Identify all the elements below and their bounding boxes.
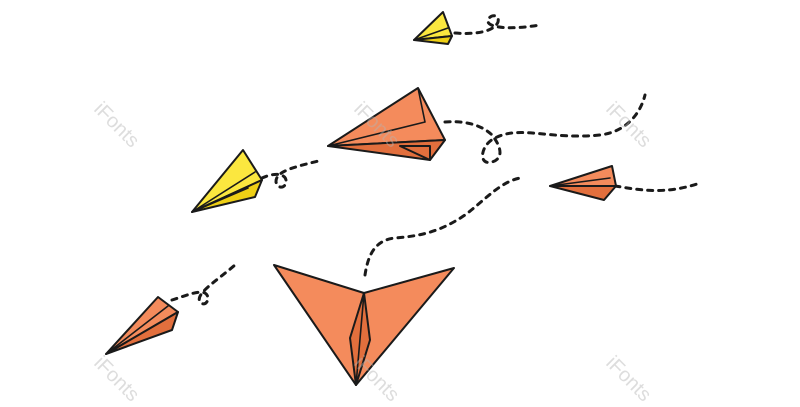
- plane-center-orange: [327, 87, 446, 161]
- trail-yellow-top: [453, 14, 542, 35]
- plane-large-orange-left-wing: [273, 264, 365, 386]
- plane-yellow-top-bottom-wing: [413, 35, 453, 45]
- trail-yellow-left: [260, 158, 324, 189]
- trail-small-orange-left: [170, 263, 237, 306]
- plane-small-orange-right-top-wing: [549, 165, 617, 187]
- plane-large-orange-right-wing: [355, 267, 455, 386]
- plane-yellow-left-fold: [191, 171, 256, 213]
- plane-small-orange-left-bottom-wing: [105, 311, 179, 355]
- plane-center-orange-top-wing: [327, 87, 446, 147]
- plane-small-orange-left: [105, 296, 179, 355]
- trail-small-orange-right: [613, 181, 702, 192]
- trail-large-orange: [363, 176, 522, 277]
- plane-large-orange: [273, 264, 455, 386]
- plane-center-orange-fold: [327, 87, 426, 147]
- plane-small-orange-right-bottom-wing: [549, 185, 617, 201]
- plane-small-orange-right-fold: [549, 177, 611, 187]
- flight-trails: [170, 14, 702, 306]
- plane-small-orange-right: [549, 165, 617, 201]
- plane-small-orange-left-fold: [105, 305, 169, 355]
- plane-center-orange-tail: [399, 145, 431, 161]
- plane-yellow-left: [191, 149, 263, 213]
- plane-large-orange-fold: [355, 292, 365, 386]
- plane-yellow-top-fold: [413, 27, 449, 41]
- trail-center-orange: [443, 93, 647, 164]
- plane-yellow-top: [413, 11, 453, 45]
